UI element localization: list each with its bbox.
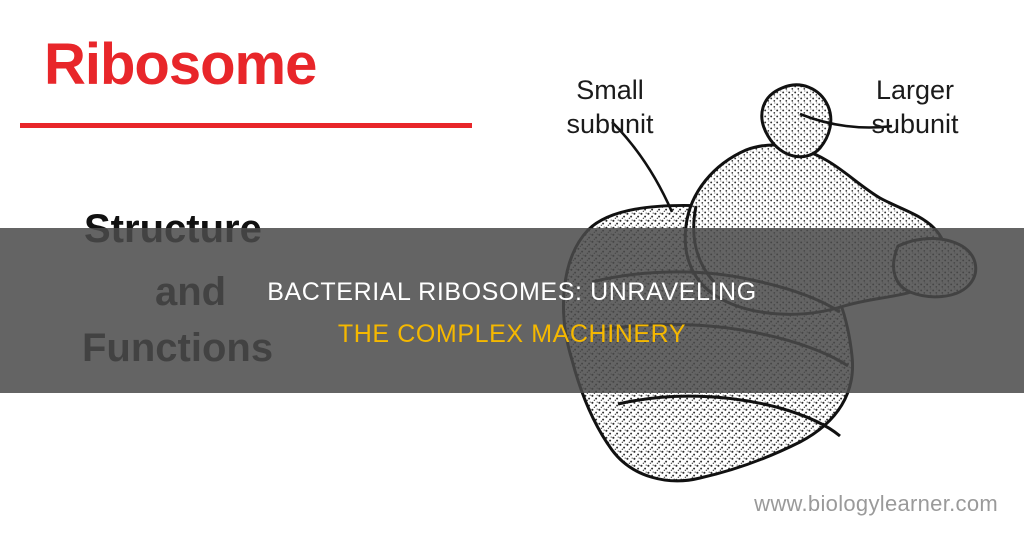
label-small-subunit: Small subunit xyxy=(566,75,654,139)
leader-line-small-subunit xyxy=(611,121,674,213)
title-underline-rule xyxy=(20,123,472,128)
overlay-banner: BACTERIAL RIBOSOMES: UNRAVELING THE COMP… xyxy=(0,228,1024,393)
contour-line-3 xyxy=(617,394,841,438)
overlay-headline-line-2: THE COMPLEX MACHINERY xyxy=(337,320,687,348)
label-larger-subunit: Larger subunit xyxy=(871,75,959,139)
site-watermark: www.biologylearner.com xyxy=(754,491,998,516)
page-title: Ribosome xyxy=(44,32,317,97)
leader-line-larger-subunit xyxy=(799,112,893,129)
subunit-knob xyxy=(760,83,833,159)
overlay-headline-line-1: BACTERIAL RIBOSOMES: UNRAVELING xyxy=(267,278,757,306)
